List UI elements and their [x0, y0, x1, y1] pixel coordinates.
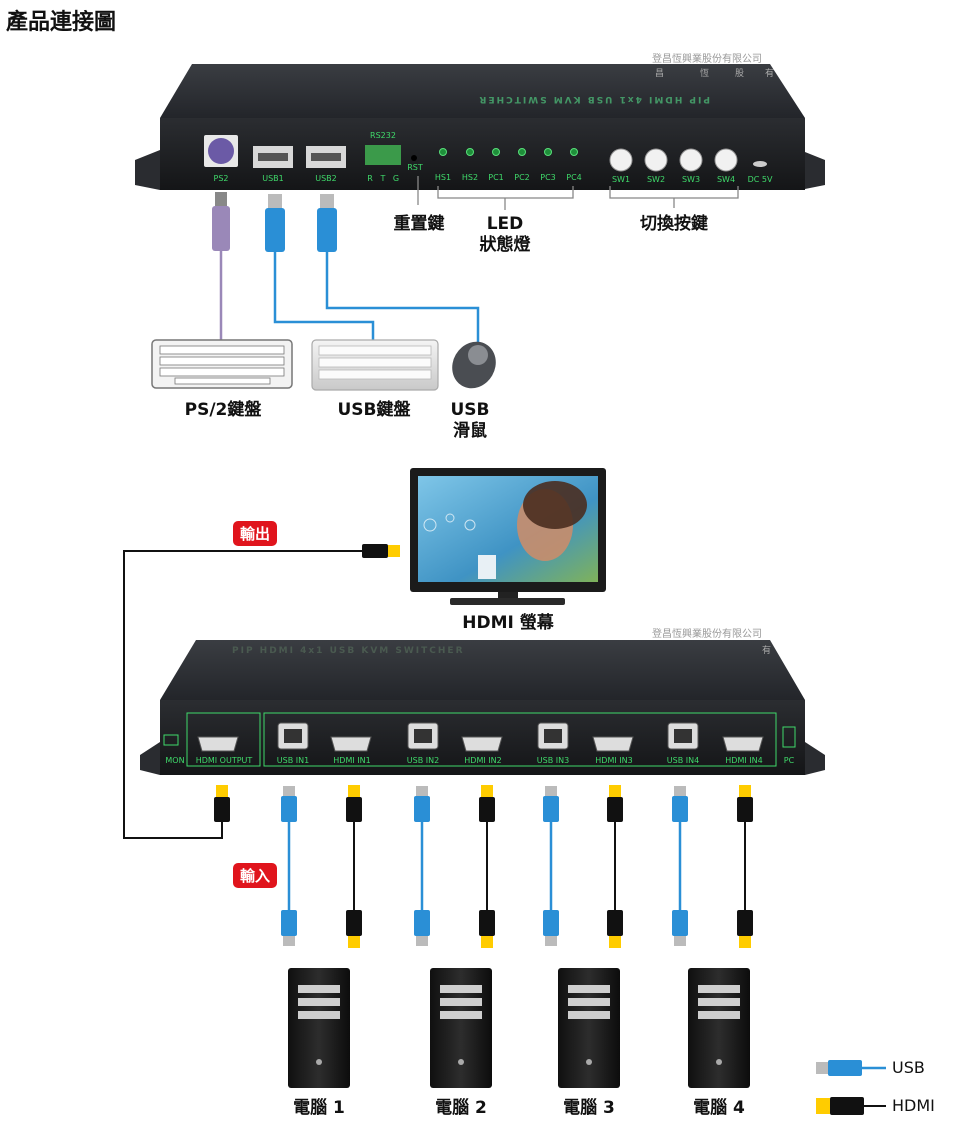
- legend-usb-icon: [816, 1060, 886, 1076]
- usb-mouse-cable: [317, 194, 480, 342]
- label-computer-2: 電腦 2: [435, 1098, 487, 1118]
- port-label-hdmi-output: HDMI OUTPUT: [195, 756, 253, 765]
- led-label-hs1: HS1: [434, 173, 452, 182]
- rs232-pin-r: R: [367, 174, 373, 183]
- port-label-hdmi-in2: HDMI IN2: [464, 756, 502, 765]
- led-label-hs2: HS2: [461, 173, 479, 182]
- watermark-fragment-4: 有: [765, 69, 777, 79]
- port-label-usb1: USB1: [262, 174, 284, 183]
- pc-tower-1: [288, 968, 350, 1088]
- usb-keyboard-cable: [265, 194, 375, 340]
- label-hdmi-monitor: HDMI 螢幕: [462, 613, 554, 633]
- port-label-usb-in4: USB IN4: [666, 756, 700, 765]
- output-badge: 輸出: [233, 521, 278, 546]
- rs232-label: RS232: [370, 131, 396, 140]
- label-ps2-keyboard: PS/2鍵盤: [184, 400, 262, 420]
- watermark-fragment-5: 有: [762, 646, 774, 656]
- label-computer-4: 電腦 4: [693, 1098, 745, 1118]
- pc-tower-2: [430, 968, 492, 1088]
- port-label-usb-in3: USB IN3: [536, 756, 570, 765]
- label-computer-1: 電腦 1: [293, 1098, 345, 1118]
- led-label-pc3: PC3: [540, 173, 556, 182]
- watermark-fragment-2: 恆: [700, 69, 712, 79]
- legend-hdmi-label: HDMI: [892, 1096, 935, 1115]
- page-title: 產品連接圖: [6, 10, 117, 35]
- callout-brackets: [417, 176, 739, 210]
- dc-label: DC 5V: [747, 175, 773, 184]
- led-label-pc4: PC4: [566, 173, 582, 182]
- rst-label: RST: [407, 163, 423, 172]
- ps2-cable: [212, 192, 230, 340]
- pc-tower-4: [688, 968, 750, 1088]
- input-cables: [281, 785, 753, 948]
- led-label-pc1: PC1: [488, 173, 504, 182]
- kvm-switch-top: [135, 64, 825, 190]
- usb-keyboard: [311, 339, 439, 391]
- label-mouse-usb: USB: [450, 400, 490, 420]
- rs232-pin-g: G: [392, 174, 400, 183]
- port-label-pc: PC: [783, 756, 795, 765]
- input-badge: 輸入: [233, 863, 278, 888]
- port-label-hdmi-in4: HDMI IN4: [725, 756, 763, 765]
- rs232-pin-t: T: [380, 174, 386, 183]
- label-computer-3: 電腦 3: [563, 1098, 615, 1118]
- label-usb-keyboard: USB鍵盤: [337, 400, 411, 420]
- kvm-switch-bottom: [140, 640, 825, 775]
- port-label-hdmi-in3: HDMI IN3: [595, 756, 633, 765]
- device-print-bottom: PIP HDMI 4x1 USB KVM SWITCHER: [232, 646, 465, 656]
- callout-led: LED: [486, 214, 524, 234]
- watermark-top: 登昌恆興業股份有限公司: [652, 54, 762, 65]
- switch-label-sw3: SW3: [681, 175, 701, 184]
- ps2-keyboard: [151, 339, 293, 389]
- hdmi-output-plug: [214, 785, 230, 822]
- port-label-usb-in2: USB IN2: [406, 756, 440, 765]
- callout-switch: 切換按鍵: [640, 214, 708, 234]
- watermark-fragment-3: 股: [735, 69, 747, 79]
- hdmi-output-cable: [123, 544, 400, 839]
- hdmi-monitor: [410, 468, 606, 605]
- device-print-top: PIP HDMI 4x1 USB KVM SWITCHER: [477, 94, 710, 104]
- led-label-pc2: PC2: [514, 173, 530, 182]
- callout-led-status: 狀態燈: [479, 235, 531, 255]
- port-label-mon: MON: [165, 756, 185, 765]
- callout-reset: 重置鍵: [393, 214, 445, 234]
- port-label-hdmi-in1: HDMI IN1: [333, 756, 371, 765]
- watermark-fragment-1: 昌: [655, 69, 667, 79]
- port-label-usb2: USB2: [315, 174, 337, 183]
- port-label-ps2: PS2: [213, 174, 229, 183]
- switch-label-sw4: SW4: [716, 175, 736, 184]
- watermark-bottom: 登昌恆興業股份有限公司: [652, 629, 762, 640]
- usb-mouse: [452, 341, 496, 389]
- port-label-usb-in1: USB IN1: [276, 756, 310, 765]
- pc-tower-3: [558, 968, 620, 1088]
- legend-usb-label: USB: [892, 1058, 925, 1077]
- switch-label-sw2: SW2: [646, 175, 666, 184]
- legend-hdmi-icon: [816, 1097, 886, 1115]
- switch-label-sw1: SW1: [611, 175, 631, 184]
- label-mouse: 滑鼠: [453, 421, 487, 441]
